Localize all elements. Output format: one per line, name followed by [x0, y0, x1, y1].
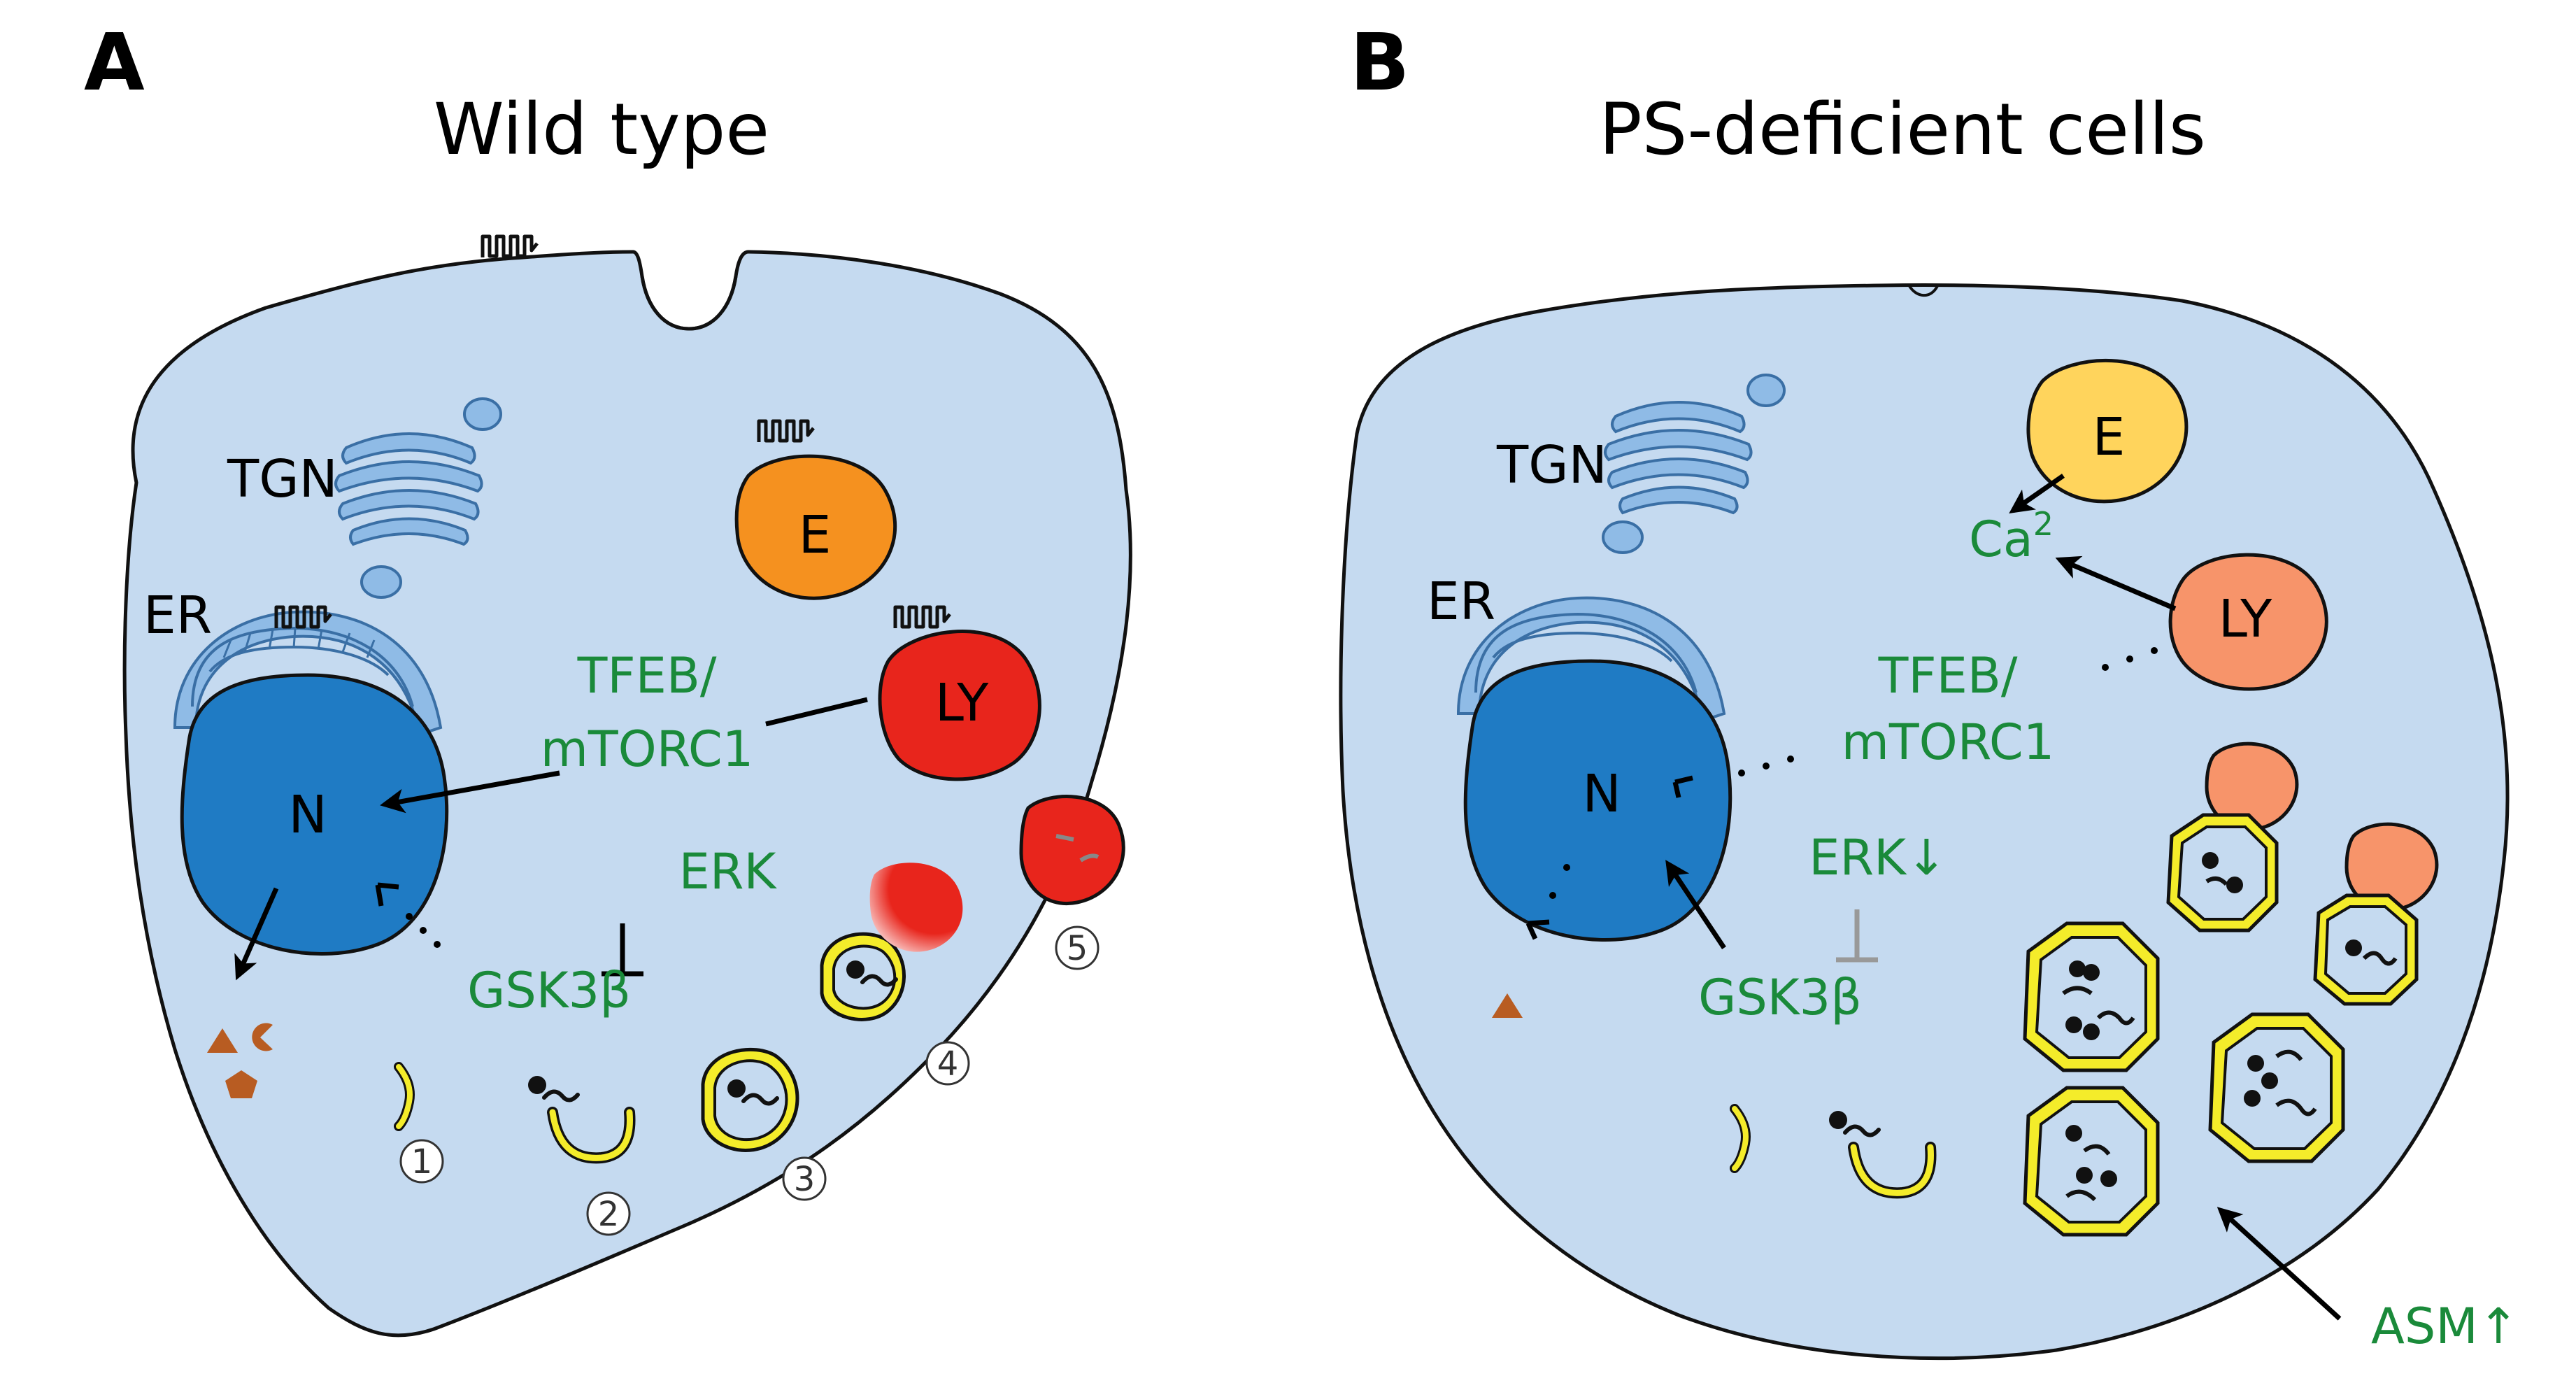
lysosomal-product	[1492, 993, 1523, 1018]
lysosome	[878, 630, 1041, 781]
lysosome	[2168, 553, 2328, 691]
tgn-label: TGN	[1496, 435, 1607, 495]
autophagosome	[2166, 813, 2279, 932]
endosome-label: E	[2093, 407, 2126, 467]
lysosome-label: LY	[935, 673, 989, 733]
autophagosome	[2208, 1012, 2345, 1163]
ly-to-tfeb-dotted	[2102, 647, 2158, 671]
autophagosome	[2023, 1086, 2160, 1237]
asm-arrow	[2216, 1207, 2342, 1321]
step-3: 3	[794, 1160, 816, 1199]
endosome	[2026, 359, 2189, 504]
erk-inhibits-gsk3b	[602, 923, 643, 977]
autolysosome-fusing	[820, 863, 963, 1021]
mtorc1-label: mTORC1	[541, 721, 754, 778]
transport-vesicle	[1746, 374, 1786, 407]
transport-vesicle	[360, 565, 402, 599]
step-1: 1	[411, 1142, 433, 1182]
step-2: 2	[598, 1195, 620, 1234]
calcium-label: Ca2	[1969, 505, 2054, 568]
panel-letter: B	[1350, 17, 1409, 108]
er-label: ER	[143, 586, 212, 646]
gsk3b-to-nucleus-dotted	[375, 882, 441, 948]
tfeb-to-nucleus-arrow	[380, 770, 560, 814]
autophagosome	[2313, 893, 2419, 1006]
erk-label: ERK↓	[1809, 829, 1947, 886]
transport-vesicle	[463, 397, 502, 431]
lysosome	[2344, 822, 2439, 912]
endosome-label: E	[799, 505, 832, 565]
nucleus-label: N	[1582, 764, 1621, 824]
tfeb-to-nucleus-dotted	[1525, 756, 1794, 940]
endoplasmic-reticulum	[1456, 596, 1726, 723]
mtorc1-label: mTORC1	[1842, 714, 2055, 771]
lysosome	[2205, 742, 2299, 832]
membrane-notch	[1908, 285, 1939, 297]
gsk3b-label: GSK3β	[1698, 969, 1862, 1026]
endocytic-pit	[640, 276, 738, 331]
step-4: 4	[937, 1044, 959, 1084]
lysosome-calcium-arrow	[2055, 555, 2177, 611]
panel-title: Wild type	[434, 88, 769, 171]
er-label: ER	[1427, 572, 1495, 632]
erk-label: ERK	[679, 843, 778, 900]
autophagosome-cluster	[2023, 813, 2419, 1237]
autophagosome	[701, 1047, 799, 1152]
membrane-receptor	[483, 236, 537, 257]
endosome	[734, 454, 897, 600]
autophagosome-forming	[1829, 1111, 1937, 1199]
tgn-label: TGN	[227, 449, 338, 509]
asm-label: ASM↑	[2371, 1298, 2519, 1355]
autophagosome-forming	[528, 1076, 636, 1164]
step-numbers: 1 2 3 4 5	[399, 925, 1100, 1236]
tfeb-label: TFEB/	[577, 647, 717, 704]
transport-vesicle	[1602, 520, 1644, 554]
gsk3b-to-nucleus-arrow	[1665, 860, 1726, 949]
step-5: 5	[1067, 929, 1088, 968]
autophagosome	[2023, 921, 2160, 1072]
panel-title: PS-deficient cells	[1599, 88, 2206, 171]
panel-a: A Wild type TGN E ER N LY	[84, 17, 1132, 1338]
lysosome-degrading	[1019, 795, 1125, 905]
nucleus-output-arrow	[234, 887, 279, 981]
endoplasmic-reticulum	[173, 610, 443, 737]
endosome-calcium-arrow	[2009, 474, 2065, 513]
gsk3b-label: GSK3β	[467, 962, 631, 1019]
nucleus	[1463, 659, 1732, 942]
panel-b: B PS-deficient cells TGN E Ca2 LY ER	[1339, 17, 2519, 1361]
ly-to-tfeb-line	[765, 697, 868, 727]
nucleus-label: N	[288, 785, 327, 845]
erk-inhibits-gsk3b	[1836, 909, 1878, 963]
lysosomal-products	[207, 1023, 273, 1098]
panel-letter: A	[84, 17, 145, 108]
lysosome-label: LY	[2219, 589, 2272, 649]
degraded-cargo	[1055, 834, 1100, 863]
tfeb-label: TFEB/	[1878, 647, 2018, 704]
